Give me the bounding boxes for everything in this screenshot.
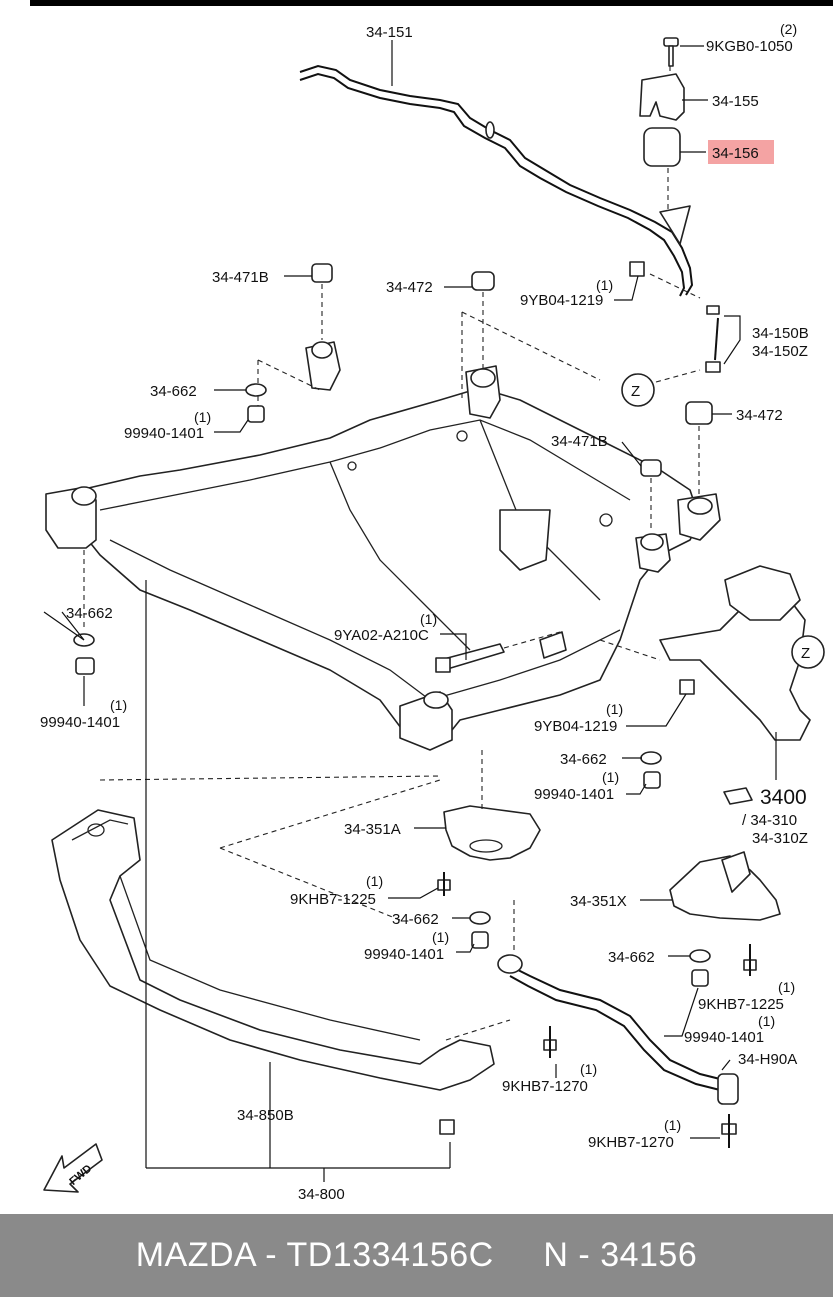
label-99940-a: 99940-1401 (124, 425, 204, 442)
label-34-h90a: 34-H90A (738, 1051, 797, 1068)
hardware-mid (640, 679, 695, 789)
parts-diagram: 34-151 (2) 9KGB0-1050 34-155 34-156 34-4… (40, 21, 825, 1203)
top-border (30, 0, 833, 6)
label-99940-left-qty: (1) (110, 697, 127, 713)
crossmember (51, 775, 511, 1135)
label-z-1: Z (631, 383, 640, 400)
lateral-link (497, 954, 739, 1148)
label-34-471b-mid: 34-471B (551, 433, 608, 450)
label-9khb7-1270b-qty: (1) (580, 1061, 597, 1077)
z-marker-circle-1 (621, 373, 655, 407)
label-z-2: Z (801, 645, 810, 662)
subframe (45, 341, 721, 751)
label-34-472-right: 34-472 (736, 407, 783, 424)
label-34-662-mid: 34-662 (560, 751, 607, 768)
label-34-156: 34-156 (712, 145, 759, 162)
label-34-662-r: 34-662 (608, 949, 655, 966)
label-9yb04-top-qty: (1) (596, 277, 613, 293)
highlight-box (708, 140, 774, 164)
bushings (257, 263, 713, 530)
label-34-155: 34-155 (712, 93, 759, 110)
label-9kgb0: 9KGB0-1050 (706, 38, 793, 55)
label-9khb7-1270a: 9KHB7-1270 (588, 1134, 674, 1151)
label-34-850b: 34-850B (237, 1107, 294, 1124)
label-99940-r-qty: (1) (758, 1013, 775, 1029)
label-99940-mid: 99940-1401 (534, 786, 614, 803)
label-34-662-a: 34-662 (150, 383, 197, 400)
mount-34-351x (669, 851, 781, 987)
lower-arm (599, 565, 811, 805)
label-9khb7-1225a-qty: (1) (366, 873, 383, 889)
label-99940-left: 99940-1401 (40, 714, 120, 731)
label-9khb7-1225a: 9KHB7-1225 (290, 891, 376, 908)
label-3400: 3400 (760, 786, 807, 809)
label-34-310: / 34-310 (742, 812, 797, 829)
label-34-150b: 34-150B (752, 325, 809, 342)
mount-34-351a (219, 750, 541, 950)
stabilizer-mount-group (629, 37, 721, 383)
label-9ya02-qty: (1) (420, 611, 437, 627)
label-9kgb0-qty: (2) (780, 21, 797, 37)
label-34-800: 34-800 (298, 1186, 345, 1203)
label-34-351x: 34-351X (570, 893, 627, 910)
bracket-lines (145, 580, 451, 1182)
label-34-471b-top: 34-471B (212, 269, 269, 286)
bushing-34-156 (643, 127, 681, 167)
label-34-472-top: 34-472 (386, 279, 433, 296)
label-99940-c: 99940-1401 (364, 946, 444, 963)
label-9yb04-mid-qty: (1) (606, 701, 623, 717)
label-34-151: 34-151 (366, 24, 413, 41)
label-34-662-left: 34-662 (66, 605, 113, 622)
label-99940-a-qty: (1) (194, 409, 211, 425)
label-34-351a: 34-351A (344, 821, 401, 838)
label-9khb7-1270a-qty: (1) (664, 1117, 681, 1133)
leader-lines (43, 40, 741, 1139)
label-9khb7-1225b-qty: (1) (778, 979, 795, 995)
label-9yb04-top: 9YB04-1219 (520, 292, 603, 309)
label-99940-c-qty: (1) (432, 929, 449, 945)
label-9khb7-1225b: 9KHB7-1225 (698, 996, 784, 1013)
label-9ya02: 9YA02-A210C (334, 627, 429, 644)
footer-bar: MAZDA - TD1334156C N - 34156 (0, 1214, 833, 1297)
label-34-310z: 34-310Z (752, 830, 808, 847)
label-9yb04-mid: 9YB04-1219 (534, 718, 617, 735)
label-99940-mid-qty: (1) (602, 769, 619, 785)
stabilizer-bar (299, 64, 694, 297)
part-number-caption: MAZDA - TD1334156C N - 34156 (135, 1236, 698, 1274)
label-99940-r: 99940-1401 (684, 1029, 764, 1046)
label-34-150z: 34-150Z (752, 343, 808, 360)
bolt-9ya02 (435, 631, 567, 673)
label-9khb7-1270b: 9KHB7-1270 (502, 1078, 588, 1095)
z-marker-circle-2 (791, 635, 825, 669)
label-34-662-c: 34-662 (392, 911, 439, 928)
fwd-arrow (43, 1143, 103, 1193)
